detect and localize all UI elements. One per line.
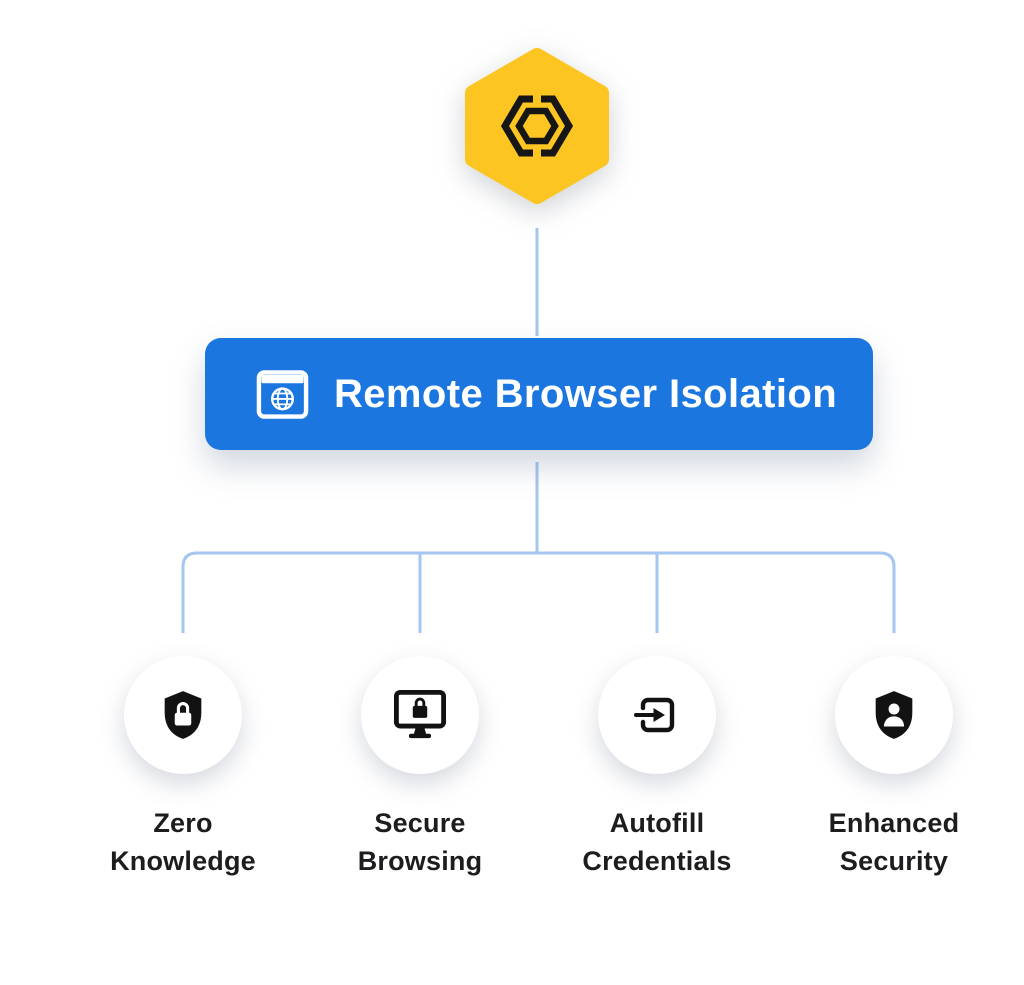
nested-hexagon-icon	[500, 95, 574, 157]
feature-autofill-credentials: Autofill Credentials	[538, 656, 776, 880]
feature-label: Autofill Credentials	[582, 808, 732, 876]
browser-globe-icon	[256, 369, 309, 419]
shield-user-icon	[875, 691, 913, 739]
feature-circle	[598, 656, 716, 774]
main-node-label: Remote Browser Isolation	[334, 371, 838, 416]
feature-circle	[835, 656, 953, 774]
arrow-into-box-icon	[634, 697, 675, 733]
monitor-lock-icon	[394, 689, 446, 739]
feature-zero-knowledge: Zero Knowledge	[64, 656, 302, 880]
feature-label: Zero Knowledge	[110, 808, 256, 876]
shield-lock-icon	[164, 691, 202, 739]
main-node-remote-browser-isolation: Remote Browser Isolation	[205, 338, 873, 450]
hexagon-brand-logo	[465, 48, 609, 204]
feature-circle	[124, 656, 242, 774]
feature-label: Enhanced Security	[828, 808, 960, 876]
feature-circle	[361, 656, 479, 774]
feature-label: Secure Browsing	[357, 808, 483, 876]
feature-enhanced-security: Enhanced Security	[775, 656, 1013, 880]
feature-secure-browsing: Secure Browsing	[301, 656, 539, 880]
